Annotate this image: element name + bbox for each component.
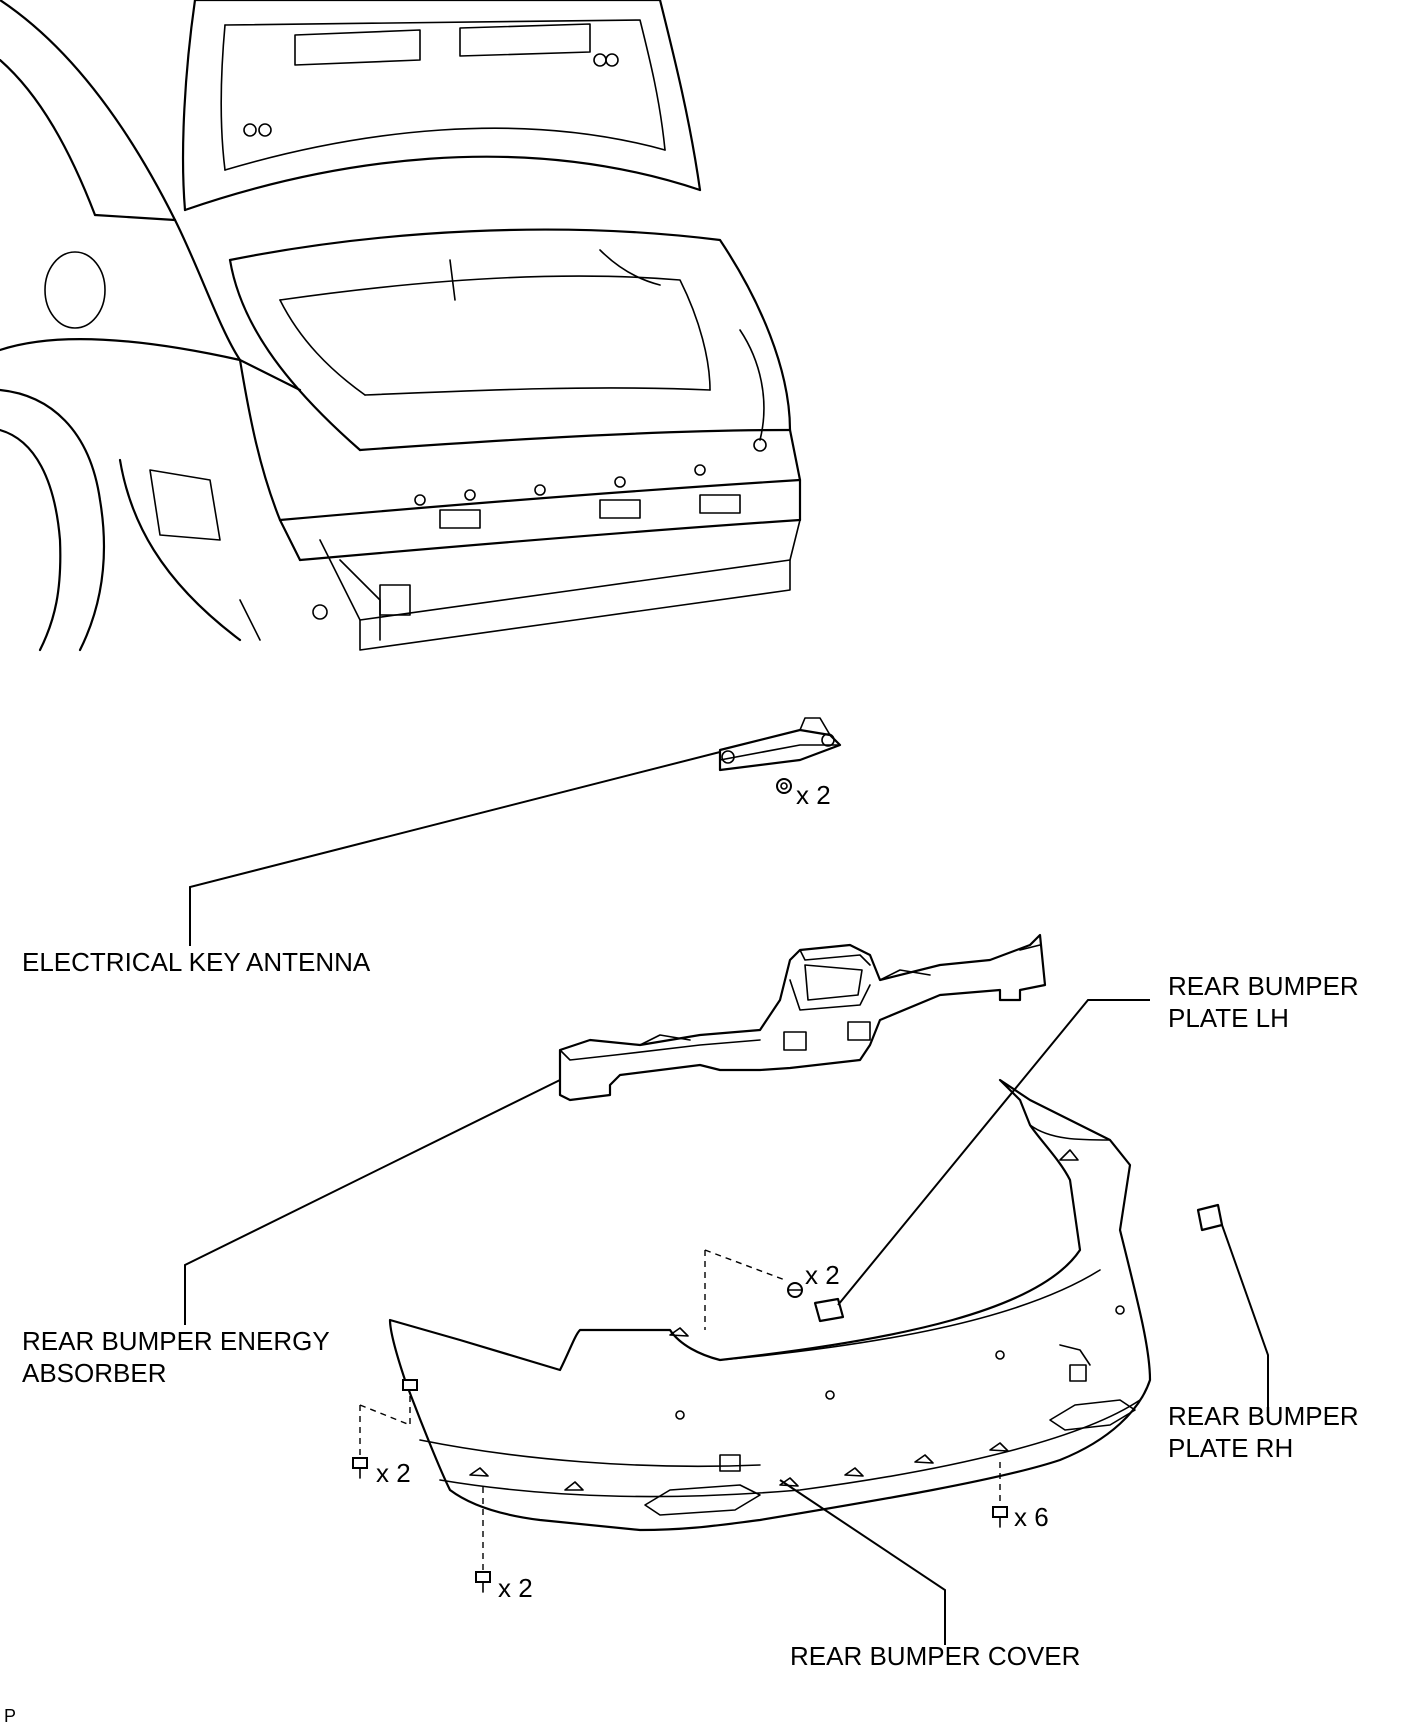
qty-cover-clips-upper: x 2 bbox=[805, 1260, 840, 1290]
antenna-nut-icon bbox=[776, 778, 792, 794]
label-rear-bumper-energy-absorber-line2: ABSORBER bbox=[22, 1358, 167, 1388]
rear-bumper-energy-absorber-part bbox=[558, 933, 1047, 1102]
clip-icon-upper bbox=[787, 1282, 803, 1298]
qty-cover-screws-bottom-right: x 6 bbox=[1014, 1502, 1049, 1532]
screw-icon-bottom-left bbox=[475, 1571, 491, 1593]
screw-icon-bottom-right bbox=[992, 1506, 1008, 1528]
install-line-left-screws bbox=[359, 1385, 411, 1455]
leader-line-rear-bumper-plate-rh bbox=[1221, 1224, 1269, 1410]
rear-bumper-plate-lh-part bbox=[813, 1297, 845, 1323]
label-rear-bumper-plate-rh-line1: REAR BUMPER bbox=[1168, 1401, 1359, 1431]
leader-line-rear-bumper-cover bbox=[779, 1479, 946, 1645]
screw-icon-left-upper bbox=[402, 1379, 418, 1391]
install-line-upper-clips bbox=[704, 1249, 786, 1330]
leader-line-rear-bumper-energy-absorber bbox=[184, 1079, 561, 1325]
label-rear-bumper-energy-absorber: REAR BUMPER ENERGY ABSORBER bbox=[22, 1325, 330, 1389]
label-electrical-key-antenna: ELECTRICAL KEY ANTENNA bbox=[22, 947, 371, 977]
qty-antenna-nuts: x 2 bbox=[796, 780, 831, 810]
label-rear-bumper-plate-lh-line1: REAR BUMPER bbox=[1168, 971, 1359, 1001]
label-rear-bumper-energy-absorber-line1: REAR BUMPER ENERGY bbox=[22, 1326, 330, 1356]
vehicle-rear-illustration bbox=[0, 0, 802, 652]
leader-line-rear-bumper-plate-lh bbox=[837, 999, 1150, 1306]
leader-line-electrical-key-antenna bbox=[189, 751, 721, 946]
qty-cover-screws-bottom-left: x 2 bbox=[498, 1573, 533, 1603]
label-rear-bumper-plate-rh: REAR BUMPER PLATE RH bbox=[1168, 1400, 1359, 1464]
label-rear-bumper-cover: REAR BUMPER COVER bbox=[790, 1641, 1081, 1671]
label-rear-bumper-plate-lh-line2: PLATE LH bbox=[1168, 1003, 1289, 1033]
label-rear-bumper-plate-rh-line2: PLATE RH bbox=[1168, 1433, 1294, 1463]
illustration-code: P bbox=[4, 1706, 17, 1726]
label-rear-bumper-plate-lh: REAR BUMPER PLATE LH bbox=[1168, 970, 1359, 1034]
rear-bumper-plate-rh-part bbox=[1196, 1203, 1224, 1232]
rear-bumper-cover-part bbox=[388, 1078, 1152, 1532]
electrical-key-antenna-part bbox=[718, 717, 842, 772]
qty-cover-screws-left: x 2 bbox=[376, 1458, 411, 1488]
screw-icon-left bbox=[352, 1457, 368, 1479]
